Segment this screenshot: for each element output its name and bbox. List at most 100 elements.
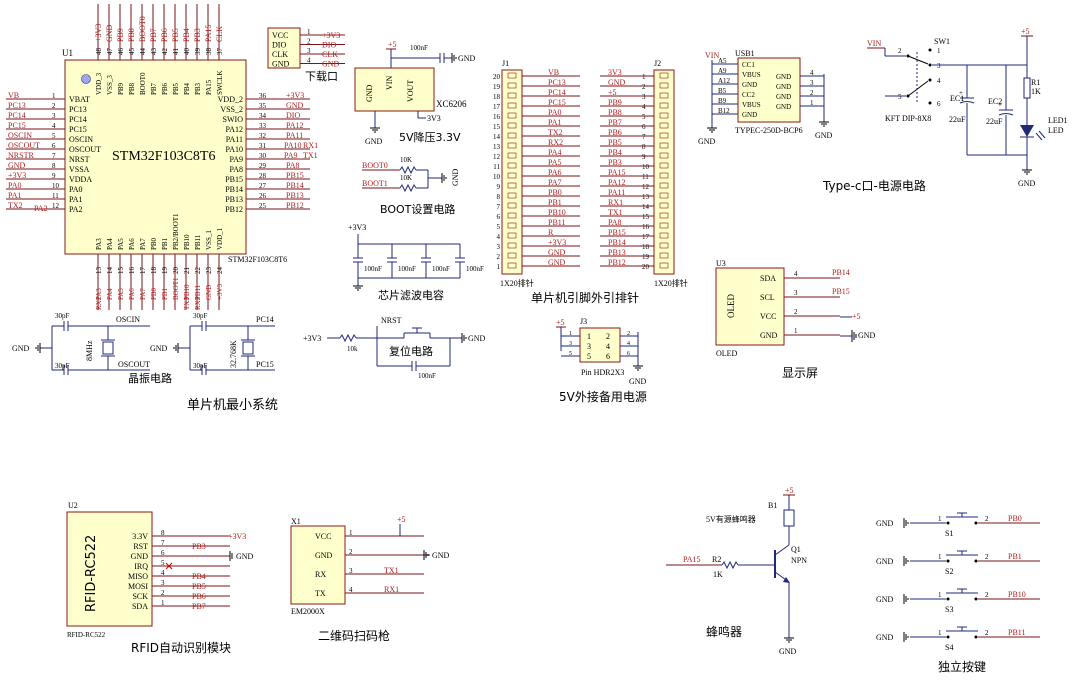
cap-value: 22uF [986,117,1003,126]
j1-header [501,69,523,275]
pin-num: 3 [937,62,941,70]
net-label: PB1 [548,198,562,207]
pin-num: A5 [718,57,727,65]
pin-name: PB6 [161,82,169,95]
net-label: PB3 [193,28,202,42]
mcu-top-pins: +3V348VDD_3GND47VSS_3PB946PB9PB845PB8BOO… [94,4,224,95]
pin-num: 40 [183,48,191,56]
pin-num: 8 [52,162,56,170]
cap-value: 22uF [949,115,966,124]
net-label: PA0 [548,108,562,117]
pin-name: GND [131,552,149,561]
regulator-title: 5V降压3.3V [399,130,461,144]
net-label: RX2 [95,296,103,310]
crystal-32k [242,341,254,355]
pin-name: GND [776,93,791,101]
pin-name: PA8 [230,165,244,174]
cap-label: 30pF [193,362,208,370]
net-label: PB3 [608,158,622,167]
pin-name: RST [133,542,148,551]
pin-num: 1 [794,327,798,335]
pin-num: 4 [642,103,646,111]
pin-num: 1 [497,263,501,271]
net-label: +3V3 [348,223,366,232]
cap-label: 100nF [410,44,428,52]
sw-ref: SW1 [934,37,950,46]
pin-num: 1 [938,591,942,599]
pin-name: IRQ [134,562,148,571]
pin-name: PB15 [225,175,243,184]
pin-num: 34 [259,112,267,120]
oled-title: 显示屏 [782,366,818,380]
net-label: PA6 [128,288,136,300]
net-label: PA11 [286,131,303,140]
pin-num: 4 [307,57,311,65]
net-label: PC14 [256,315,274,324]
download-title: 下载口 [305,70,338,83]
pin-name: PB14 [225,185,243,194]
pin-num: 6 [937,100,941,108]
pin-num: 2 [642,83,646,91]
net-label: PA4 [548,148,562,157]
net-label: PB7 [192,602,206,611]
pin-num: 31 [259,142,267,150]
net-label: 3V3 [608,68,622,77]
download-connector [267,27,301,69]
pin-num: 10 [642,163,650,171]
net-label: TX2 [8,201,23,210]
net-label: GND [8,161,26,170]
pin-name: VCC [760,312,776,321]
pin-name: PB3 [194,82,202,95]
power-title: Type-c口-电源电路 [822,178,926,193]
ext5v-part: Pin HDR2X3 [581,368,624,377]
ground-symbol [633,365,643,371]
pin-num: 30 [259,152,267,160]
pin-num: 4 [497,233,501,241]
gnd-label: GND [12,344,30,353]
pin-num: 2 [606,332,610,341]
crystal-8mhz [102,341,114,355]
gnd-label: GND [1018,179,1036,188]
net-label: PA12 [286,121,304,130]
pin-name: GND [742,111,757,119]
pin-num: 1 [937,47,941,55]
gnd-label: GND [876,557,894,566]
pin-num: 11 [52,192,59,200]
net-label: PB11 [548,218,566,227]
pin-name: VBAT [69,95,90,104]
pin-num: 6 [606,352,610,361]
mcu-block: U1 STM32F103C8T6 STM32F103C8T6 +3V348VDD… [6,4,318,413]
scanner-part: EM2000X [291,607,325,616]
pin-num: 12 [642,183,650,191]
pin-num: 29 [259,162,267,170]
pin-num: 18 [642,243,650,251]
net-label: PB12 [286,201,304,210]
res-label: 10k [347,345,358,353]
pin-num: 3 [794,289,798,297]
net-label: PA15 [683,555,701,564]
net-label: VB [8,91,19,100]
scanner-body [290,525,346,605]
pin1-marker [81,74,91,84]
net-label: VIN [867,39,881,48]
pin-num: 12 [52,202,60,210]
gnd-label: GND [876,519,894,528]
pin-num: 32 [259,132,267,140]
net-label: PB5 [192,582,206,591]
scanner-title: 二维码扫码枪 [318,628,390,643]
net-label: CLK [215,26,224,42]
pin-num: 47 [106,48,114,56]
net-label: BOOT0 [362,161,388,170]
mcu-part-small: STM32F103C8T6 [228,255,287,264]
pin-name: SDA [132,602,148,611]
pin-num: 13 [493,143,501,151]
pin-num: 5 [161,559,165,567]
pin-name: CLK [272,50,288,59]
net-label: +5 [388,40,397,49]
pin-num: 21 [183,267,191,275]
pin-num: 2 [161,589,165,597]
pin-num: 5 [587,352,591,361]
